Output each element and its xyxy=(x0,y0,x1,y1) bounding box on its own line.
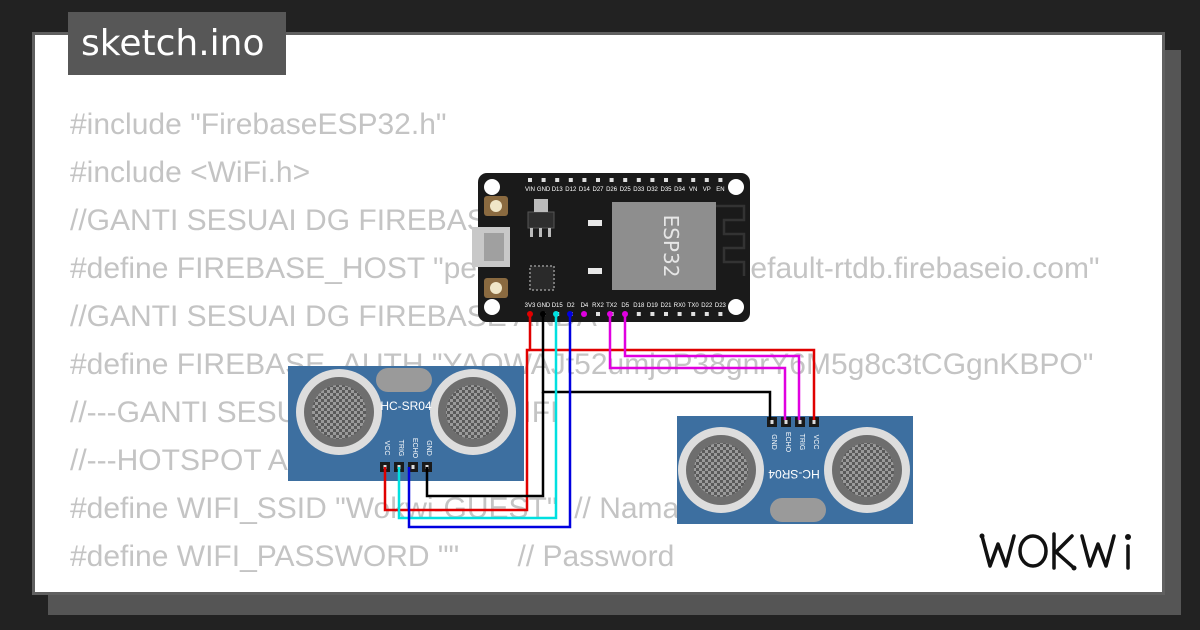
esp32-pin-label: GND xyxy=(537,187,551,193)
esp32-pin[interactable] xyxy=(609,178,614,182)
hc-sr04-left[interactable]: HC-SR04 VCC TRIG ECHO GND xyxy=(288,366,524,481)
esp32-pin-label: D34 xyxy=(674,187,686,193)
sensor-left-label: HC-SR04 xyxy=(380,399,432,413)
esp32-pin[interactable] xyxy=(650,312,655,316)
esp32-pin-label: D15 xyxy=(552,303,564,309)
pin-markers xyxy=(527,311,628,317)
esp32-pin-label: VP xyxy=(703,187,711,193)
esp32-pin[interactable] xyxy=(541,178,546,182)
esp32-pin[interactable] xyxy=(582,178,587,182)
esp32-pin[interactable] xyxy=(664,312,668,316)
wokwi-logo xyxy=(979,532,1131,571)
esp32-chip-label: ESP32 xyxy=(659,215,683,278)
esp32-pin-label: D32 xyxy=(647,187,659,193)
esp32-pin[interactable] xyxy=(636,312,641,316)
ultrasonic-transducer-icon xyxy=(430,369,516,455)
esp32-pin[interactable] xyxy=(650,178,655,182)
sensor-pin-label: TRIG xyxy=(798,434,805,451)
esp32-pin[interactable] xyxy=(528,178,532,182)
esp32-pin[interactable] xyxy=(636,178,641,182)
esp32-pin[interactable] xyxy=(555,178,560,182)
esp32-pin-label: D27 xyxy=(592,187,604,193)
esp32-pin-label: 3V3 xyxy=(525,303,536,309)
code-line: //GANTI SESUAI DG FIREBASE ANDA xyxy=(70,300,597,333)
esp32-pin-label: D2 xyxy=(567,303,575,309)
ultrasonic-transducer-icon xyxy=(296,369,382,455)
sensor-pin-label: ECHO xyxy=(784,432,791,453)
wire-echo-left[interactable] xyxy=(407,314,572,529)
esp32-pin-label: D13 xyxy=(552,187,564,193)
esp32-pin[interactable] xyxy=(677,312,682,316)
esp32-pin[interactable] xyxy=(691,312,696,316)
hc-sr04-right[interactable]: HC-SR04 GND ECHO TRIG VCC xyxy=(677,416,913,524)
wire-gnd-left[interactable] xyxy=(425,392,545,498)
esp32-pin-label: D19 xyxy=(647,303,659,309)
esp32-pin-label: D33 xyxy=(633,187,645,193)
sensor-right-label: HC-SR04 xyxy=(768,467,820,481)
sensor-pin-label: ECHO xyxy=(411,438,418,459)
esp32-pin-label: D21 xyxy=(660,303,672,309)
esp32-pin[interactable] xyxy=(704,312,709,316)
wire-trig-left[interactable] xyxy=(397,314,558,520)
file-tab-label: sketch.ino xyxy=(81,23,265,64)
wires xyxy=(383,314,816,529)
esp32-pin[interactable] xyxy=(664,178,668,182)
esp32-pin-label: D12 xyxy=(565,187,577,193)
esp32-pin-label: D18 xyxy=(633,303,645,309)
esp32-pin[interactable] xyxy=(704,178,709,182)
esp32-pin[interactable] xyxy=(568,178,573,182)
esp32-pin-label: EN xyxy=(716,187,724,193)
code-line: #include <WiFi.h> xyxy=(70,156,311,189)
esp32-pin-label: VN xyxy=(689,187,697,193)
esp32-pin[interactable] xyxy=(596,312,600,316)
sensor-pin-label: TRIG xyxy=(397,440,404,457)
sensor-pin-label: VCC xyxy=(383,441,390,456)
wire-echo-right[interactable] xyxy=(608,314,787,420)
sensor-pin-label: VCC xyxy=(812,435,819,450)
ultrasonic-transducer-icon xyxy=(678,427,764,513)
esp32-module xyxy=(612,202,716,290)
esp32-pin-label: RX0 xyxy=(674,303,686,309)
wire-vcc-right[interactable] xyxy=(528,314,816,420)
esp32-pin-label: TX0 xyxy=(688,303,700,309)
esp32-pin[interactable] xyxy=(718,178,723,182)
esp32-pin-label: TX2 xyxy=(606,303,618,309)
esp32-pin-label: D5 xyxy=(621,303,629,309)
esp32-pin-label: D22 xyxy=(701,303,713,309)
sensor-pin-label: GND xyxy=(770,434,777,450)
esp32-pin-label: GND xyxy=(537,303,551,309)
wire-gnd-right[interactable] xyxy=(541,314,772,420)
esp32-pin-label: D26 xyxy=(606,187,618,193)
wire-trig-right[interactable] xyxy=(623,314,801,420)
esp32-pin[interactable] xyxy=(677,178,682,182)
esp32-pin[interactable] xyxy=(623,178,628,182)
esp32-pin[interactable] xyxy=(691,178,696,182)
wire-vcc-left[interactable] xyxy=(383,348,530,512)
file-tab[interactable]: sketch.ino xyxy=(68,12,286,75)
esp32-pin[interactable] xyxy=(718,312,723,316)
esp32-pin-label: VIN xyxy=(525,187,535,193)
esp32-pin-label: D4 xyxy=(581,303,589,309)
esp32-pin-label: D23 xyxy=(715,303,727,309)
code-line: #define WIFI_PASSWORD "" // Password xyxy=(70,540,675,573)
ultrasonic-transducer-icon xyxy=(824,427,910,513)
esp32-pin-label: D14 xyxy=(579,187,591,193)
sensor-pin-label: GND xyxy=(425,440,432,456)
esp32-pin-label: RX2 xyxy=(592,303,604,309)
esp32-pin-label: D35 xyxy=(660,187,672,193)
esp32-pin-label: D25 xyxy=(620,187,632,193)
code-line: #include "FirebaseESP32.h" xyxy=(70,108,447,141)
esp32-pin[interactable] xyxy=(596,178,600,182)
